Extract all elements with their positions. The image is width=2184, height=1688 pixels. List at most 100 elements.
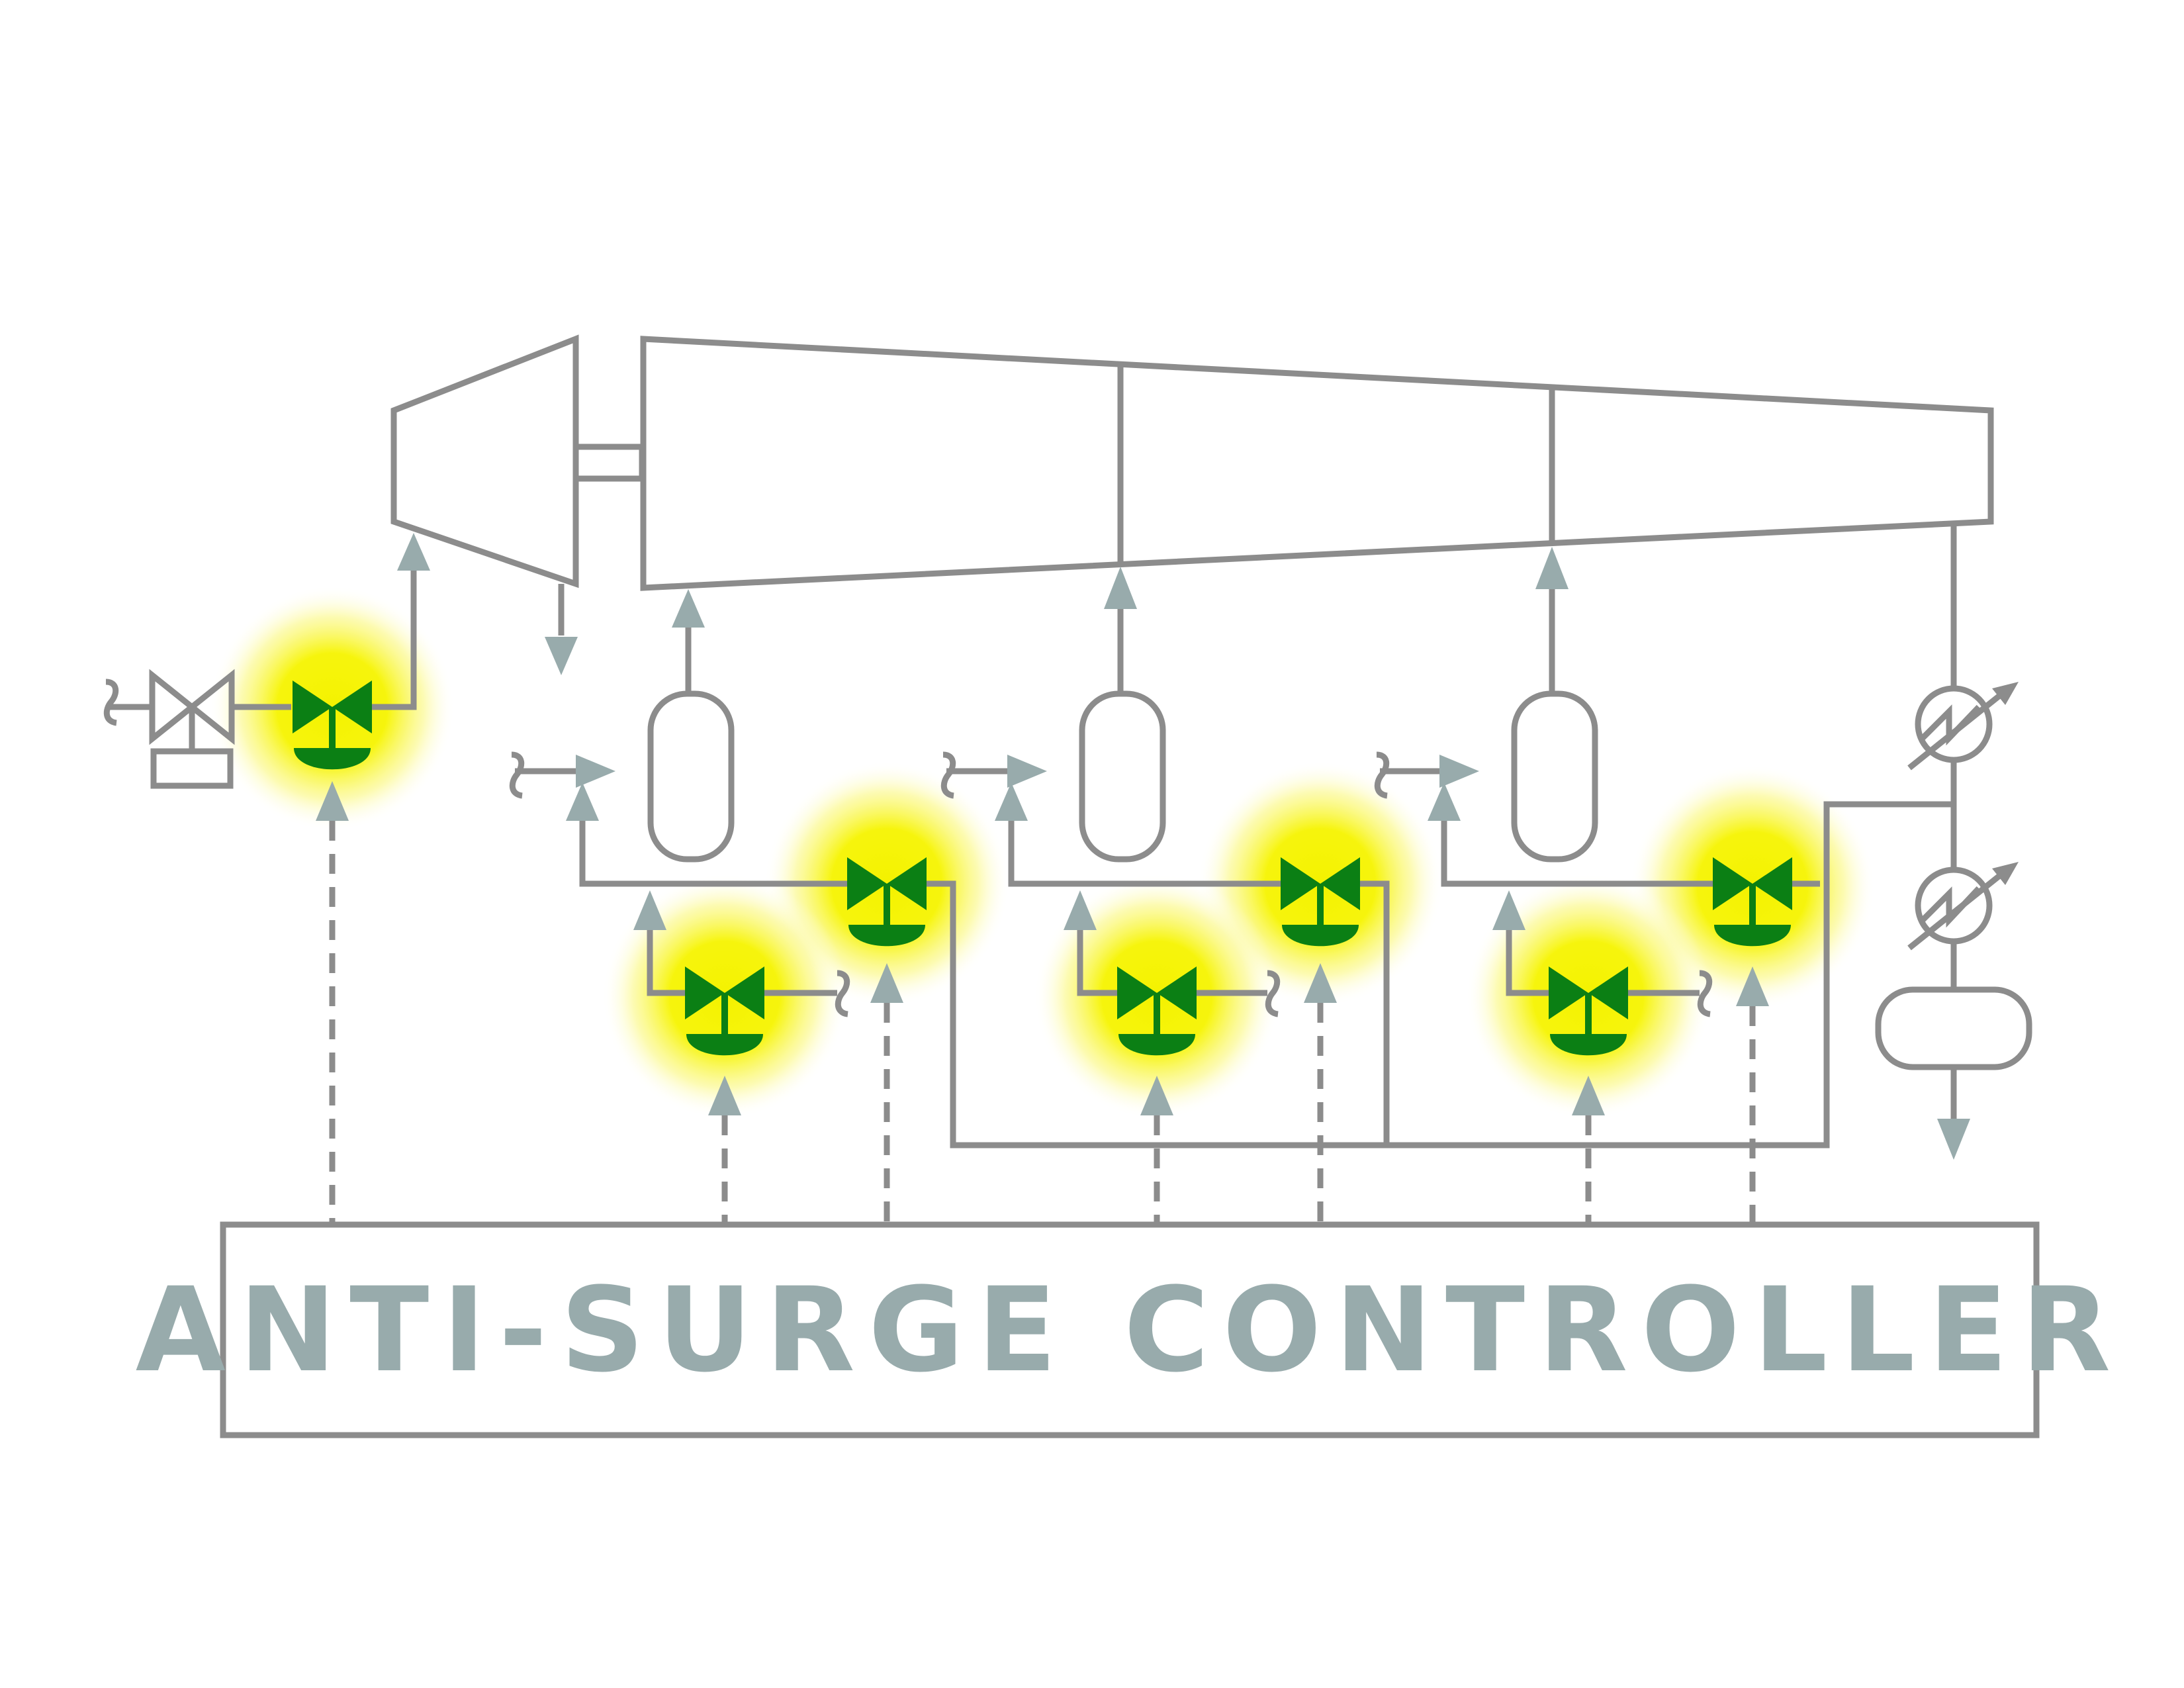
stage-2-recycle-header [1008, 821, 1287, 887]
valve-stem [329, 707, 336, 748]
stage-1-bypass-loop [647, 930, 692, 996]
anti-surge-controller[interactable]: ANTI-SURGE CONTROLLER [136, 1221, 2124, 1438]
stage-3-recycle-header [1441, 821, 1717, 887]
break-icon [1265, 970, 1281, 1017]
arrow-icon [1304, 963, 1337, 1003]
stage-1-recycle-out [920, 801, 1954, 1149]
valve-stem [1749, 884, 1756, 925]
valve-icon [332, 680, 372, 733]
discharge-drum [1875, 986, 2032, 1070]
vessels [647, 690, 2032, 1070]
control-signal-lines [329, 821, 1756, 1225]
control-valve-s3-recycle[interactable] [1549, 966, 1628, 1056]
valve-icon [1281, 857, 1320, 910]
break-icon [1697, 970, 1713, 1017]
compressor-train [390, 334, 1994, 591]
arrow-icon [995, 782, 1028, 821]
heat-exchanger-icon [1915, 685, 1993, 763]
arrow-icon [1937, 1119, 1970, 1160]
lp-compressor-casing [390, 334, 579, 588]
valve-actuator [294, 748, 371, 770]
valve-icon [847, 857, 887, 910]
arrow-icon [576, 755, 615, 788]
line-break-symbols [103, 679, 1713, 1017]
valve-actuator [1118, 1034, 1195, 1056]
valve-icon [1713, 857, 1752, 910]
valve-stem [1585, 993, 1592, 1034]
valve-icon [887, 857, 927, 910]
control-valve-s1-bypass[interactable] [847, 857, 927, 947]
coupling-shaft [572, 444, 645, 482]
stage-1-recycle-header [579, 821, 854, 887]
cooler-2-arrowhead [1992, 862, 2019, 885]
separator-1 [647, 690, 735, 863]
control-valve-s3-bypass[interactable] [1713, 857, 1792, 947]
cooler-1 [1907, 682, 2019, 771]
controller-label: ANTI-SURGE CONTROLLER [136, 1262, 2124, 1398]
valve-actuator [1550, 1034, 1627, 1056]
valve-actuator [1714, 925, 1791, 947]
valve-icon [1549, 966, 1588, 1019]
arrow-icon [672, 589, 705, 628]
break-icon [940, 751, 956, 799]
cooler-1-arrowhead [1992, 682, 2019, 705]
arrow-icon [1064, 890, 1097, 930]
suction-valve-left-triangle [149, 669, 197, 745]
arrow-icon [1572, 1076, 1605, 1115]
process-piping [109, 526, 1957, 1149]
aftercoolers [1907, 682, 2019, 951]
arrow-icon [1104, 567, 1137, 609]
control-valves [293, 680, 1792, 1056]
break-icon [103, 679, 119, 726]
cooler-2-diagonal [1907, 866, 2011, 951]
separator-2 [1079, 690, 1166, 863]
flow-arrows [316, 533, 1970, 1160]
arrow-icon [870, 963, 903, 1003]
arrow-icon [316, 781, 349, 821]
valve-stem [721, 993, 728, 1034]
cooler-1-diagonal [1907, 686, 2011, 771]
cooler-2 [1907, 862, 2019, 951]
suction-valve-right-triangle [187, 669, 235, 745]
heat-exchanger-icon [1915, 867, 1993, 945]
break-icon [835, 970, 850, 1017]
valve-icon [1117, 966, 1157, 1019]
stage-2-recycle-out [1353, 880, 1390, 1145]
valve-icon [685, 966, 725, 1019]
arrow-icon [1535, 547, 1569, 589]
valve-icon [1320, 857, 1360, 910]
valve-icon [1752, 857, 1792, 910]
valve-actuator [1282, 925, 1359, 947]
control-valve-s2-bypass[interactable] [1281, 857, 1360, 947]
valve-stem [1317, 884, 1324, 925]
arrow-icon [1140, 1076, 1173, 1115]
break-icon [1374, 751, 1390, 799]
arrow-icon [1007, 755, 1047, 788]
arrow-icon [1428, 782, 1461, 821]
valve-icon [725, 966, 764, 1019]
valve-stem [1154, 993, 1160, 1034]
valve-icon [1157, 966, 1197, 1019]
control-valve-s2-recycle[interactable] [1117, 966, 1197, 1056]
valve-actuator [686, 1034, 763, 1056]
controller-box [220, 1221, 2040, 1438]
arrow-icon [1439, 755, 1479, 788]
stage-3-bypass-loop [1506, 930, 1552, 996]
suction-valve [149, 669, 235, 789]
arrow-icon [1492, 890, 1525, 930]
arrow-icon [708, 1076, 741, 1115]
inlet-valve-to-casing-pipe [371, 569, 417, 710]
arrow-icon [633, 890, 666, 930]
suction-valve-actuator [150, 748, 234, 789]
arrow-icon [545, 637, 578, 675]
valve-icon [1588, 966, 1628, 1019]
hp-compressor-casing [640, 336, 1994, 591]
control-valve-s1-recycle[interactable] [685, 966, 764, 1056]
valve-stem [884, 884, 890, 925]
control-valve-inlet[interactable] [293, 680, 372, 770]
stage-2-bypass-loop [1077, 930, 1122, 996]
break-icon [509, 751, 525, 799]
separator-3 [1511, 690, 1598, 863]
arrow-icon [1736, 966, 1769, 1006]
arrow-icon [566, 782, 599, 821]
